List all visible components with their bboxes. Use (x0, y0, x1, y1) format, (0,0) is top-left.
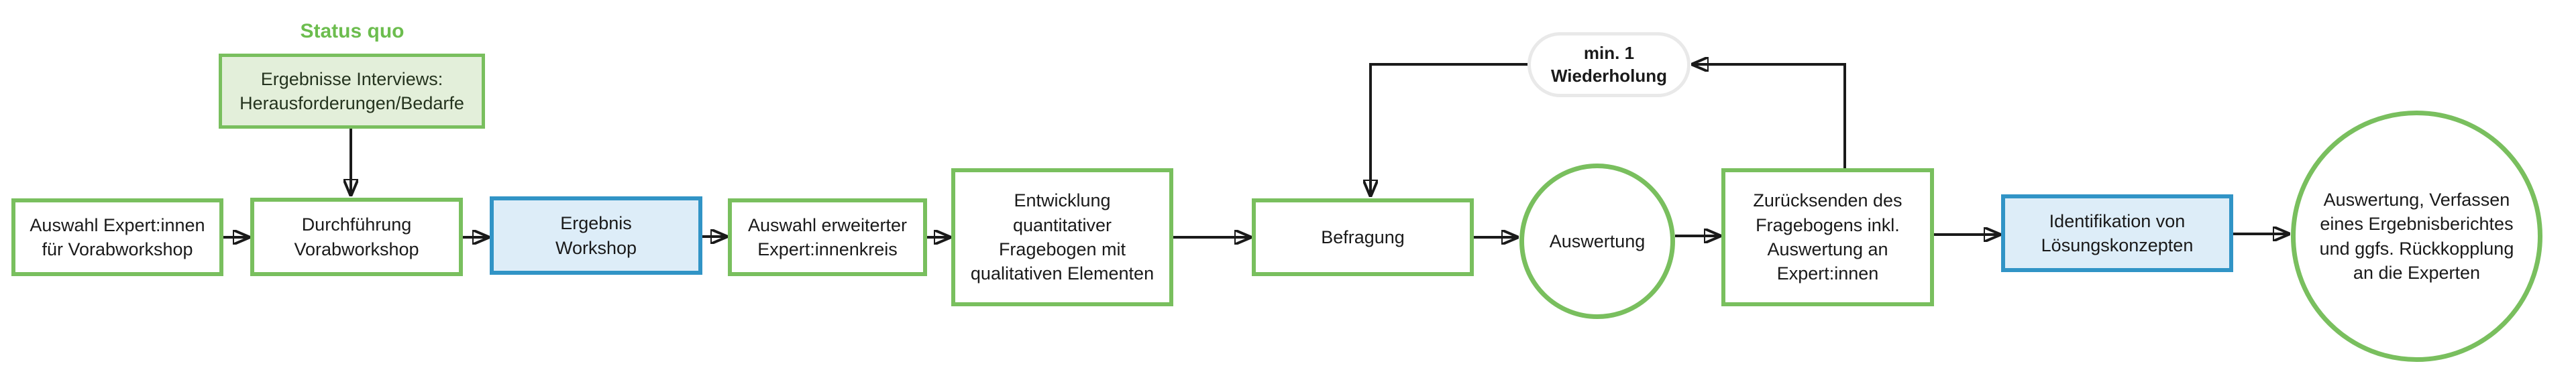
node-entwicklung-fragebogen: Entwicklung quantitativer Fragebogen mit… (951, 168, 1173, 306)
node-entwicklung-fragebogen-label: Entwicklung quantitativer Fragebogen mit… (970, 190, 1155, 284)
node-auswahl-experten: Auswahl Expert:innen für Vorabworkshop (11, 198, 223, 276)
status-quo-heading: Status quo (300, 20, 405, 42)
node-wiederholung-label: min. 1 Wiederholung (1550, 42, 1668, 86)
line-zuruecksenden-to-wiederholung (1693, 64, 1846, 168)
node-status-box: Ergebnisse Interviews: Herausforderungen… (219, 54, 485, 129)
node-durchfuehrung-label: Durchführung Vorabworkshop (294, 214, 419, 259)
node-ergebnis-workshop-label: Ergebnis Workshop (555, 213, 637, 258)
node-status-box-label: Ergebnisse Interviews: Herausforderungen… (239, 68, 464, 113)
node-abschluss-label: Auswertung, Verfassen eines Ergebnisberi… (2319, 189, 2514, 283)
node-auswertung-label: Auswertung (1549, 231, 1646, 251)
node-identifikation-label: Identifikation von Lösungskonzepten (2041, 210, 2194, 255)
node-ergebnis-workshop: Ergebnis Workshop (490, 196, 702, 275)
node-auswertung-circle: Auswertung (1519, 164, 1675, 319)
node-zuruecksenden: Zurücksenden des Fragebogens inkl. Auswe… (1721, 168, 1934, 306)
node-auswahl-experten-label: Auswahl Expert:innen für Vorabworkshop (30, 214, 205, 259)
node-abschluss-circle: Auswertung, Verfassen eines Ergebnisberi… (2291, 111, 2542, 362)
node-auswahl-erweitert: Auswahl erweiterter Expert:innenkreis (728, 198, 927, 276)
node-befragung-label: Befragung (1321, 227, 1405, 247)
node-auswahl-erweitert-label: Auswahl erweiterter Expert:innenkreis (747, 214, 908, 259)
node-identifikation: Identifikation von Lösungskonzepten (2001, 194, 2233, 272)
node-befragung: Befragung (1252, 198, 1474, 276)
node-zuruecksenden-label: Zurücksenden des Fragebogens inkl. Auswe… (1753, 190, 1902, 284)
node-wiederholung-pill: min. 1 Wiederholung (1527, 32, 1690, 97)
node-durchfuehrung: Durchführung Vorabworkshop (250, 198, 463, 276)
line-wiederholung-to-befragung (1371, 63, 1527, 196)
